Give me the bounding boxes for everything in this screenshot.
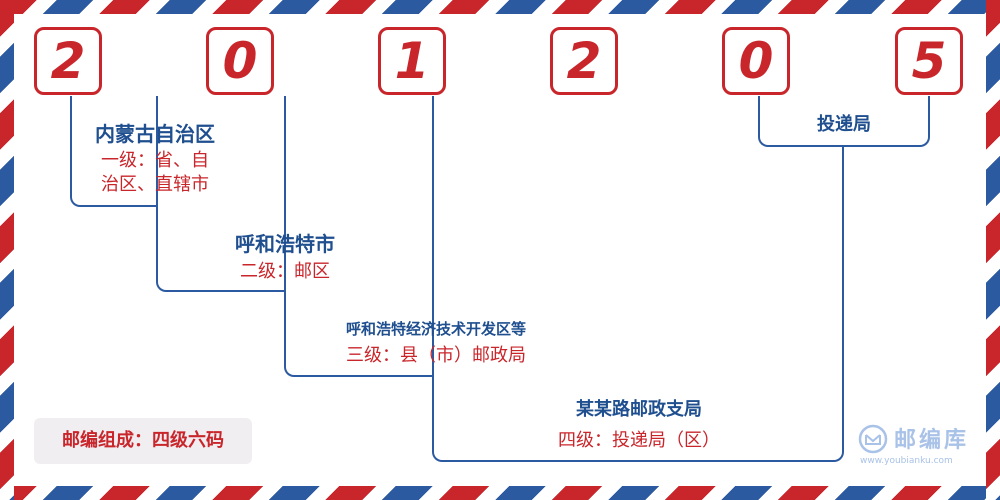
digit-6: 5 — [895, 27, 963, 95]
city-name: 呼和浩特市 — [235, 232, 335, 256]
envelope-logo-icon — [858, 424, 888, 454]
airmail-border-left — [0, 0, 14, 500]
airmail-border-bottom — [0, 486, 1000, 500]
digit-4: 2 — [550, 27, 618, 95]
site-logo: 邮编库 www.youbianku.com — [858, 420, 982, 470]
logo-name: 邮编库 — [894, 428, 970, 453]
airmail-border-right — [986, 0, 1000, 500]
branch-desc: 四级：投递局（区） — [558, 430, 720, 451]
digit-3: 1 — [378, 27, 446, 95]
digit-5: 0 — [722, 27, 790, 95]
logo-url: www.youbianku.com — [860, 456, 953, 466]
county-name: 呼和浩特经济技术开发区等 — [345, 320, 526, 338]
delivery-name: 投递局 — [817, 114, 871, 135]
digit-1: 2 — [34, 27, 102, 95]
branch-bracket — [432, 96, 844, 462]
delivery-bracket — [758, 96, 930, 147]
province-name: 内蒙古自治区 — [95, 122, 215, 146]
province-desc-line2: 治区、直辖市 — [101, 174, 209, 195]
digit-2: 0 — [206, 27, 274, 95]
legend-badge: 邮编组成：四级六码 — [34, 418, 252, 464]
airmail-border-top — [0, 0, 1000, 14]
branch-name: 某某路邮政支局 — [576, 399, 702, 420]
province-desc-line1: 一级：省、自 — [101, 150, 209, 171]
county-desc: 三级：县（市）邮政局 — [346, 345, 526, 366]
city-desc: 二级：邮区 — [240, 261, 330, 282]
